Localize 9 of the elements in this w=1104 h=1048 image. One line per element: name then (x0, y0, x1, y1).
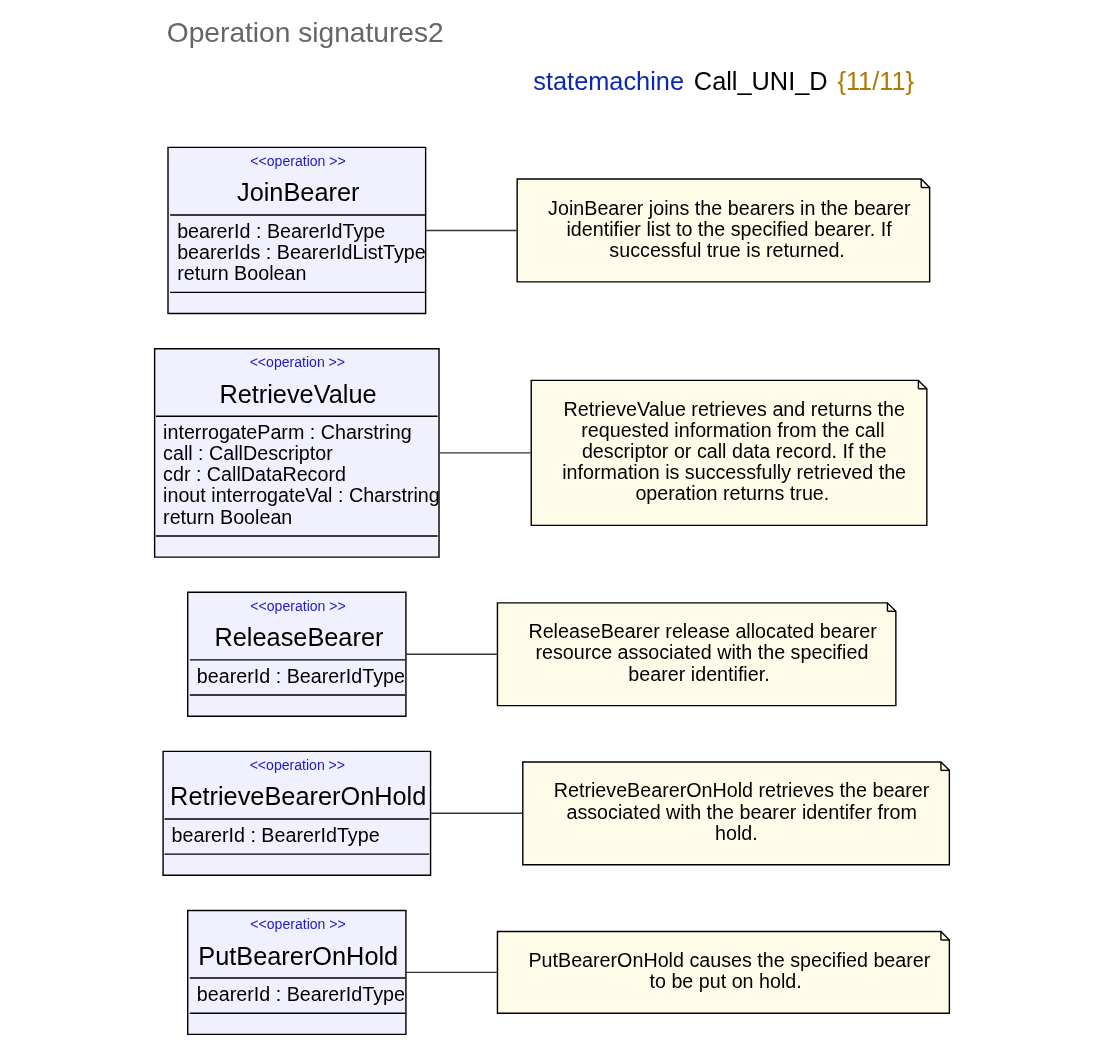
connector (425, 229, 518, 232)
connector (438, 452, 532, 454)
label: Call_UNI_D (693, 67, 828, 96)
label: statemachine (533, 67, 684, 96)
label: {11/11} (837, 67, 914, 96)
connector (405, 971, 498, 974)
connector (405, 653, 498, 655)
connector (429, 812, 524, 815)
diagram-title: Operation signatures2 (166, 16, 444, 48)
